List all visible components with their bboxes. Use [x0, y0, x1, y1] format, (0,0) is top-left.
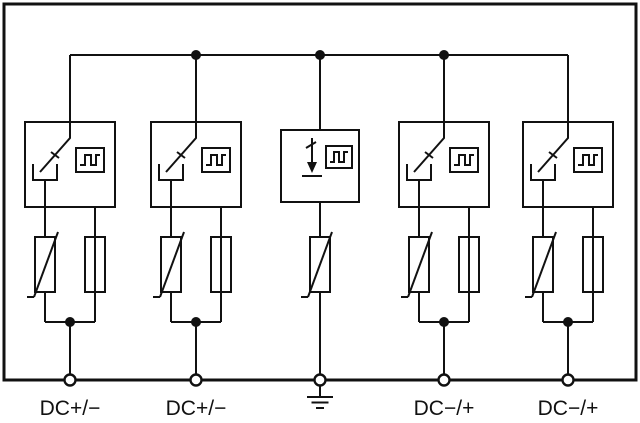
- status-indicator-icon: [449, 147, 479, 173]
- branch-4: [398, 55, 490, 387]
- branch-1: [24, 55, 116, 387]
- terminal-label-4: DC−/+: [414, 397, 475, 420]
- status-indicator-icon: [325, 145, 353, 169]
- disconnector-switch-icon: [158, 122, 197, 207]
- terminal-label-1: DC+/−: [40, 397, 101, 420]
- branch-5: [522, 55, 614, 387]
- terminal-circle: [313, 373, 327, 387]
- thermal-break-tick: [50, 151, 60, 159]
- terminal-circle: [63, 373, 77, 387]
- terminal-label-5: DC−/+: [538, 397, 599, 420]
- varistor-icon: [301, 231, 333, 298]
- disconnector-switch-icon: [530, 122, 569, 207]
- fuse-icon: [84, 236, 106, 293]
- status-indicator-icon: [201, 147, 231, 173]
- varistor-icon: [153, 231, 185, 298]
- varistor-icon: [27, 231, 59, 298]
- fuse-icon: [210, 236, 232, 293]
- disconnector-switch-icon: [32, 122, 71, 207]
- fuse-icon: [582, 236, 604, 293]
- thermal-break-tick: [305, 141, 317, 149]
- spark-gap-disconnector-icon: [302, 138, 322, 177]
- terminal-label-2: DC+/−: [166, 397, 227, 420]
- earth-ground-icon: [307, 385, 333, 409]
- varistor-icon: [525, 231, 557, 298]
- terminal-circle: [189, 373, 203, 387]
- thermal-break-tick: [176, 151, 186, 159]
- disconnector-box: [280, 129, 360, 203]
- disconnector-switch-icon: [406, 122, 445, 207]
- branch-3: [280, 55, 360, 409]
- thermal-break-tick: [424, 151, 434, 159]
- status-indicator-icon: [75, 147, 105, 173]
- branch-2: [150, 55, 242, 387]
- terminal-circle: [561, 373, 575, 387]
- varistor-icon: [401, 231, 433, 298]
- status-indicator-icon: [573, 147, 603, 173]
- terminal-circle: [437, 373, 451, 387]
- thermal-break-tick: [548, 151, 558, 159]
- fuse-icon: [458, 236, 480, 293]
